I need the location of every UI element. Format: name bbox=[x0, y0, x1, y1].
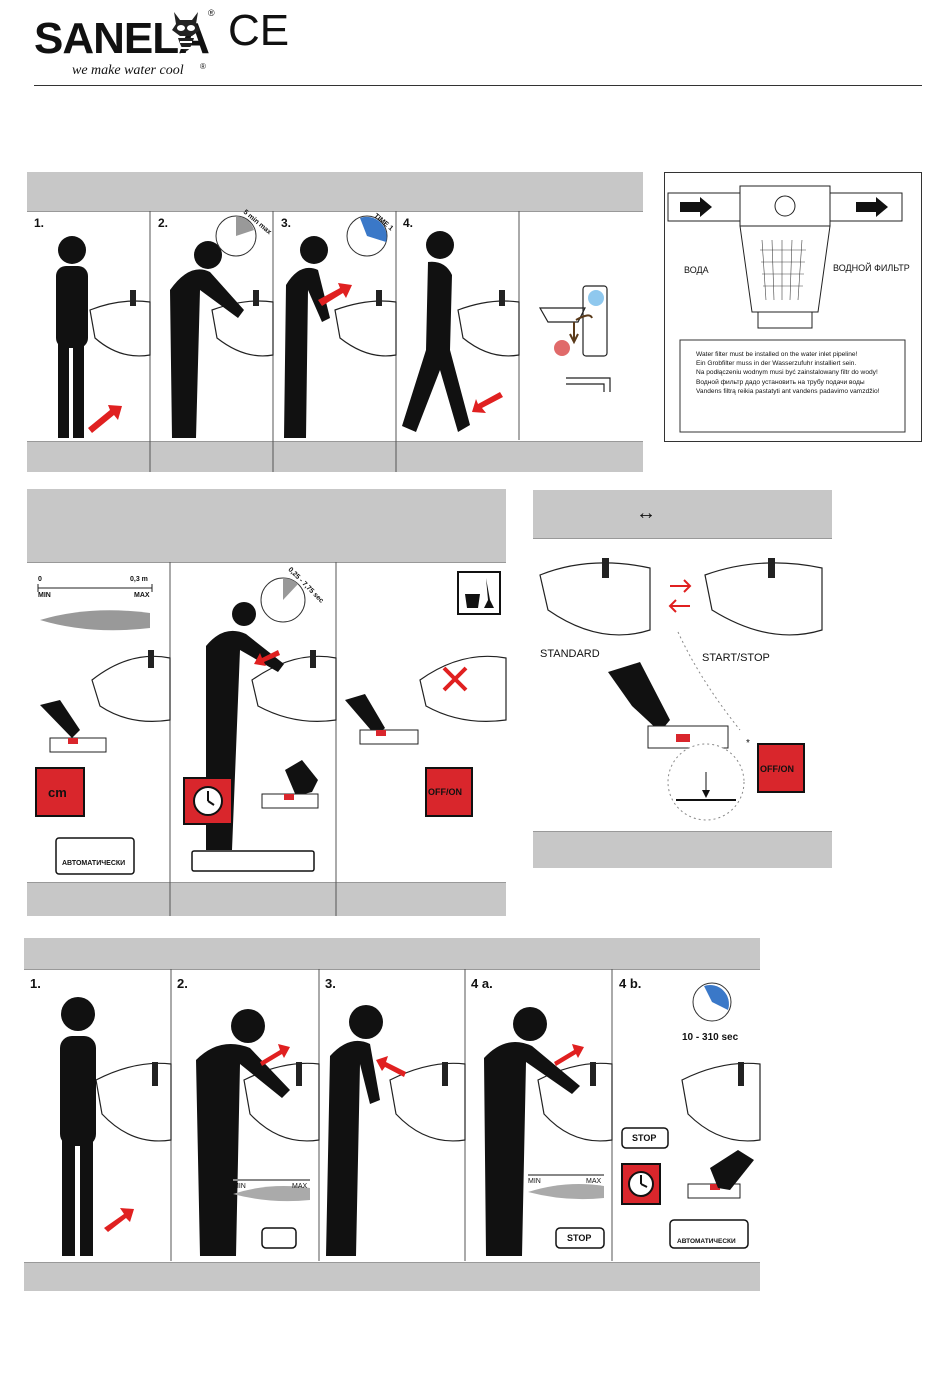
section-c-max-label: MAX bbox=[292, 1183, 308, 1190]
cm-button[interactable]: cm bbox=[48, 785, 67, 800]
tagline: we make water cool bbox=[72, 63, 184, 78]
filter-note-de: Ein Grobfilter muss in der Wasserzufuhr … bbox=[696, 360, 857, 368]
mode-asterisk: * bbox=[746, 738, 750, 749]
section-a-step-4: 4. bbox=[403, 216, 414, 230]
section-c-step-1: 1. bbox=[30, 976, 41, 991]
empty-box-step-2 bbox=[262, 1228, 296, 1248]
tagline-mark: ® bbox=[200, 62, 206, 71]
auto-label: АВТОМАТИЧЕСКИ bbox=[62, 860, 126, 867]
section-a-step-2: 2. bbox=[158, 216, 169, 230]
range-min-value: 0 bbox=[38, 576, 42, 583]
stop-button-4b[interactable]: STOP bbox=[632, 1133, 657, 1143]
stop-button-4a[interactable]: STOP bbox=[567, 1233, 592, 1243]
section-c-min-label: MIN bbox=[233, 1183, 246, 1190]
filter-filter-label: ВОДНОЙ ФИЛЬТР bbox=[833, 263, 910, 273]
section-c-auto-label: АВТОМАТИЧЕСКИ bbox=[677, 1238, 736, 1245]
range-max-value: 0,3 m bbox=[130, 576, 148, 583]
filter-water-label: ВОДА bbox=[684, 265, 709, 275]
ce-mark: CE bbox=[228, 6, 290, 55]
timer-button-4b[interactable] bbox=[622, 1164, 660, 1204]
mode-startstop: START/STOP bbox=[702, 652, 770, 664]
section-a-step-1: 1. bbox=[34, 216, 45, 230]
mode-offon-button[interactable]: OFF/ON bbox=[760, 764, 794, 774]
section-a-step-3: 3. bbox=[281, 216, 292, 230]
offon-button[interactable]: OFF/ON bbox=[428, 787, 462, 797]
header-divider bbox=[34, 85, 922, 86]
range-max-label: MAX bbox=[134, 592, 150, 599]
section-c-step-3: 3. bbox=[325, 976, 336, 991]
filter-notes: Water filter must be installed on the wa… bbox=[696, 350, 902, 396]
mode-standard: STANDARD bbox=[540, 648, 600, 660]
section-c-max-label-2: MAX bbox=[586, 1178, 602, 1185]
raccoon-mascot-icon bbox=[170, 8, 202, 60]
header: SANELA ® we make water cool ® CE bbox=[0, 0, 950, 95]
range-min-label: MIN bbox=[38, 592, 51, 599]
registered-mark: ® bbox=[208, 8, 215, 18]
section-c-min-label-2: MIN bbox=[528, 1178, 541, 1185]
section-c-step-4b: 4 b. bbox=[619, 976, 642, 991]
section-c-time-range: 10 - 310 sec bbox=[682, 1032, 739, 1043]
filter-note-lt: Vandens filtrą reikia pastatyti ant vand… bbox=[696, 387, 880, 395]
filter-note-en: Water filter must be installed on the wa… bbox=[696, 351, 858, 358]
filter-note-ru: Водной фильтр дадо установить на трубу п… bbox=[696, 378, 865, 386]
filter-note-pl: Na podłączeniu wodnym musi być zainstalo… bbox=[696, 369, 878, 377]
mode-swap-arrow: ↔ bbox=[636, 502, 656, 524]
section-c-step-4a: 4 a. bbox=[471, 976, 493, 991]
section-c-step-2: 2. bbox=[177, 976, 188, 991]
